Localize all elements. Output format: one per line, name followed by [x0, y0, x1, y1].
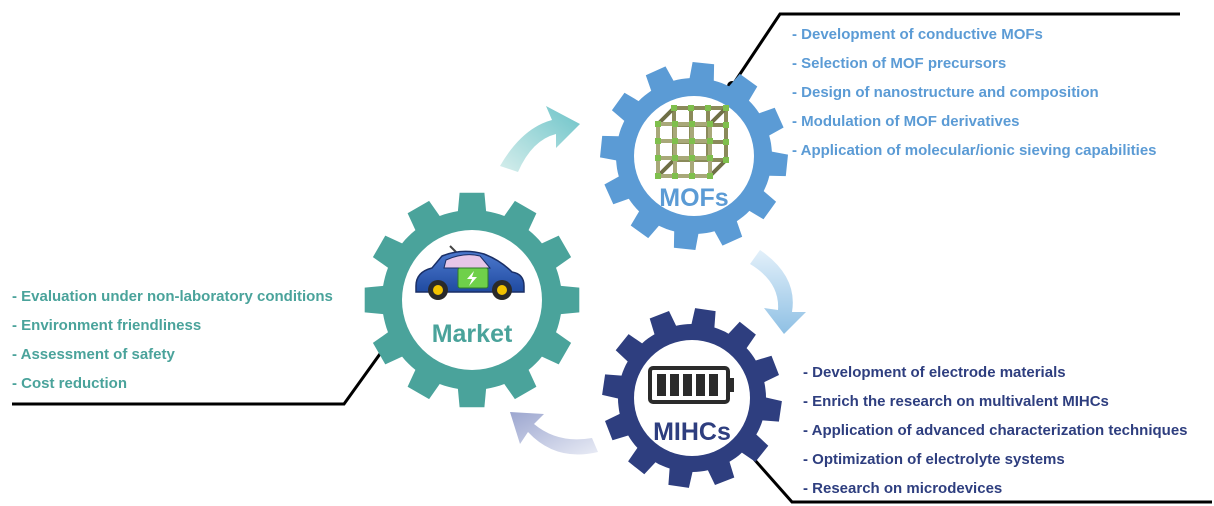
battery-icon	[648, 366, 734, 404]
market-connector-line	[12, 339, 392, 406]
market-item: - Evaluation under non-laboratory condit…	[12, 288, 333, 305]
market-gear-label: Market	[432, 320, 513, 348]
market-item: - Assessment of safety	[12, 346, 175, 363]
mof-framework-icon	[655, 105, 729, 179]
arrow-mofs-to-mihcs-icon	[750, 250, 806, 334]
arrow-mihcs-to-market-icon	[510, 412, 598, 455]
mihcs-item: - Application of advanced characterizati…	[803, 422, 1188, 439]
market-item: - Cost reduction	[12, 375, 127, 392]
mihcs-item: - Optimization of electrolyte systems	[803, 451, 1065, 468]
mofs-item: - Design of nanostructure and compositio…	[792, 84, 1099, 101]
mihcs-research-list: - Development of electrode materials - E…	[803, 358, 1188, 503]
mihcs-connector-line	[736, 440, 1212, 504]
arrow-market-to-mofs-icon	[500, 106, 580, 172]
mofs-item: - Development of conductive MOFs	[792, 26, 1043, 43]
market-gear	[364, 192, 580, 408]
market-item: - Environment friendliness	[12, 317, 202, 334]
mihcs-item: - Development of electrode materials	[803, 364, 1066, 381]
electric-car-icon	[415, 245, 525, 300]
mofs-research-list: - Development of conductive MOFs - Selec…	[792, 20, 1157, 165]
mihcs-item: - Research on microdevices	[803, 480, 1003, 497]
mofs-item: - Modulation of MOF derivatives	[792, 113, 1020, 130]
mofs-gear-label: MOFs	[659, 184, 728, 212]
mofs-item: - Selection of MOF precursors	[792, 55, 1007, 72]
market-research-list: - Evaluation under non-laboratory condit…	[12, 282, 333, 398]
mofs-connector-line	[730, 12, 1180, 87]
mihcs-gear-label: MIHCs	[653, 418, 731, 446]
mihcs-item: - Enrich the research on multivalent MIH…	[803, 393, 1109, 410]
mofs-item: - Application of molecular/ionic sieving…	[792, 142, 1157, 159]
